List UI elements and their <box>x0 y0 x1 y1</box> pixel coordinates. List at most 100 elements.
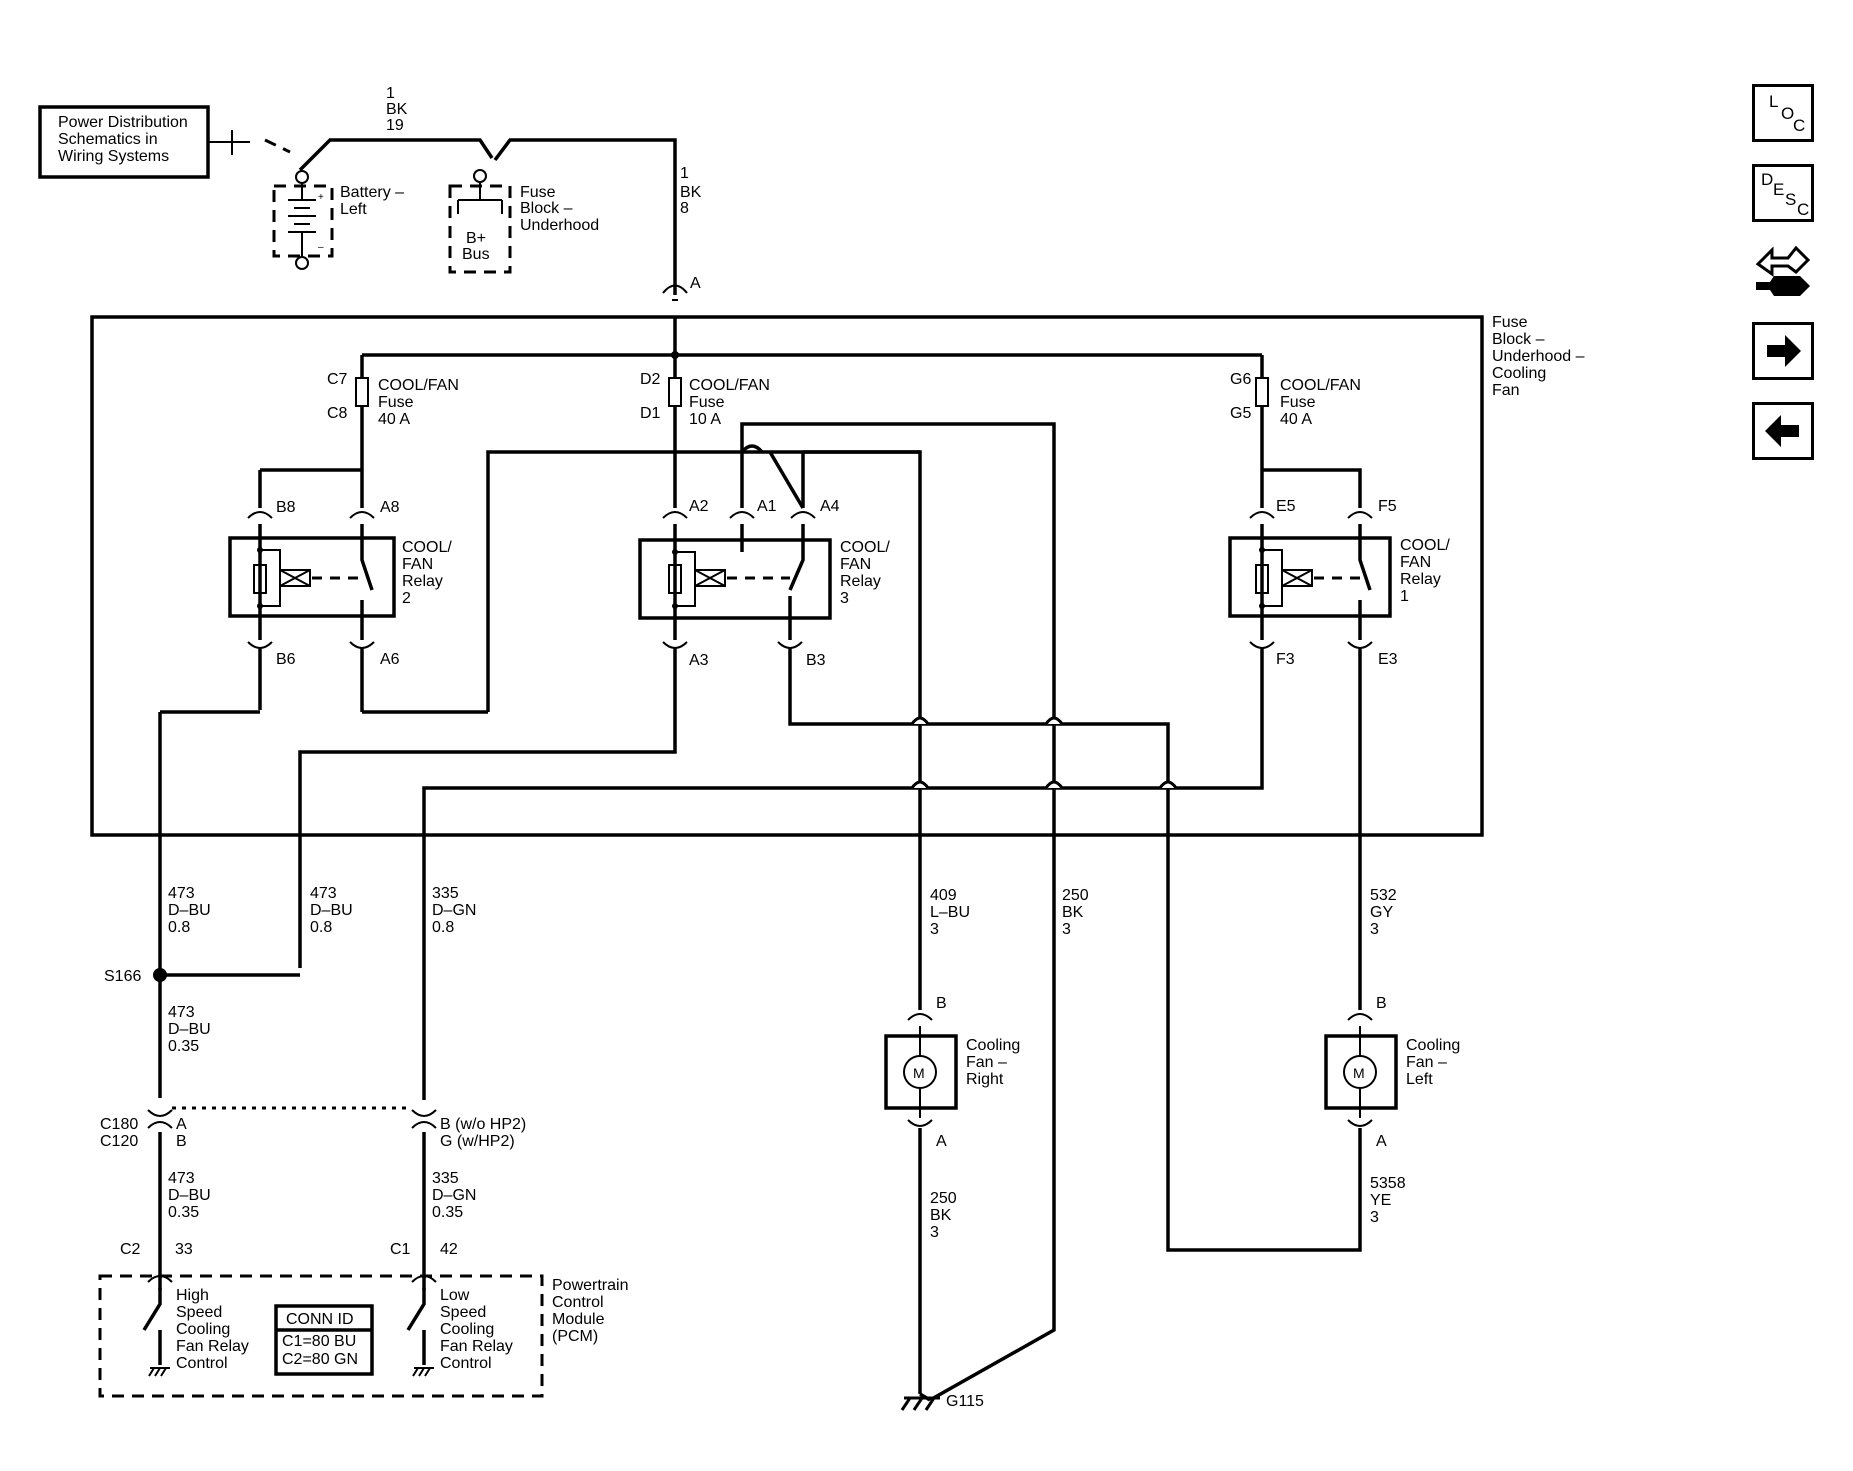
svg-text:D–GN: D–GN <box>432 1187 476 1204</box>
svg-text:D2: D2 <box>640 371 661 388</box>
svg-text:COOL/FAN: COOL/FAN <box>689 377 770 394</box>
svg-text:(PCM): (PCM) <box>552 1328 598 1345</box>
svg-text:3: 3 <box>1370 921 1379 938</box>
svg-text:5358: 5358 <box>1370 1175 1406 1192</box>
svg-text:33: 33 <box>175 1241 193 1258</box>
loc-button[interactable]: L O C <box>1752 84 1814 142</box>
svg-text:B6: B6 <box>276 651 296 668</box>
svg-text:1: 1 <box>1400 588 1409 605</box>
svg-text:250: 250 <box>1062 887 1089 904</box>
diagnostic-connection-icon[interactable] <box>1752 238 1816 302</box>
fuse-block-underhood-label: Fuse Block – Underhood <box>520 184 599 234</box>
svg-text:1: 1 <box>680 165 689 182</box>
svg-text:Fan –: Fan – <box>966 1054 1007 1071</box>
wire-335-label-b: 335 D–GN 0.35 <box>432 1170 476 1221</box>
svg-text:Powertrain: Powertrain <box>552 1277 628 1294</box>
svg-text:Power Distribution: Power Distribution <box>58 114 188 131</box>
cool-fan-relay-2: B8 A8 B6 A6 COOL/ FAN Relay 2 <box>228 468 452 712</box>
svg-text:0.8: 0.8 <box>310 919 332 936</box>
svg-text:Right: Right <box>966 1071 1004 1088</box>
svg-text:A1: A1 <box>757 498 777 515</box>
svg-text:C1=80 BU: C1=80 BU <box>282 1333 356 1350</box>
svg-text:High: High <box>176 1287 209 1304</box>
svg-text:473: 473 <box>310 885 337 902</box>
svg-text:Fuse: Fuse <box>1492 314 1528 331</box>
svg-text:Cooling: Cooling <box>440 1321 494 1338</box>
wire-409-label: 409 L–BU 3 <box>930 887 970 938</box>
arrow-left-button[interactable] <box>1752 402 1814 460</box>
svg-text:A4: A4 <box>820 498 840 515</box>
wire-473-label-c: 473 D–BU 0.35 <box>168 1004 211 1055</box>
wire-473-label-b: 473 D–BU 0.8 <box>310 885 353 936</box>
svg-text:Cooling: Cooling <box>1406 1037 1460 1054</box>
svg-text:0.35: 0.35 <box>168 1038 199 1055</box>
svg-text:473: 473 <box>168 1004 195 1021</box>
svg-text:C120: C120 <box>100 1133 138 1150</box>
cool-fan-relay-3: A2 A1 A4 A3 B3 COOL/ FAN Relay 3 <box>298 422 1362 1402</box>
arrow-right-button[interactable] <box>1752 322 1814 380</box>
desc-button[interactable]: D E S C <box>1752 164 1814 222</box>
svg-text:Control: Control <box>552 1294 604 1311</box>
svg-text:B: B <box>1376 995 1387 1012</box>
svg-text:M: M <box>1353 1065 1365 1081</box>
svg-text:3: 3 <box>1370 1209 1379 1226</box>
svg-text:C7: C7 <box>327 371 348 388</box>
svg-text:Cooling: Cooling <box>1492 365 1546 382</box>
svg-text:Fan Relay: Fan Relay <box>440 1338 513 1355</box>
svg-text:D–BU: D–BU <box>168 902 211 919</box>
svg-text:Cooling: Cooling <box>966 1037 1020 1054</box>
svg-text:Bus: Bus <box>462 246 490 263</box>
svg-text:Schematics in: Schematics in <box>58 131 158 148</box>
svg-text:C2=80 GN: C2=80 GN <box>282 1351 358 1368</box>
svg-text:Low: Low <box>440 1287 470 1304</box>
svg-text:BK: BK <box>386 101 408 118</box>
fuse-block-cooling-fan <box>90 315 1484 837</box>
svg-text:10 A: 10 A <box>689 411 721 428</box>
svg-text:Control: Control <box>176 1355 228 1372</box>
svg-text:FAN: FAN <box>1400 554 1431 571</box>
svg-text:F3: F3 <box>1276 651 1295 668</box>
wire-335-label: 335 D–GN 0.8 <box>432 885 476 936</box>
svg-text:0.8: 0.8 <box>432 919 454 936</box>
svg-text:Left: Left <box>1406 1071 1433 1088</box>
svg-text:G5: G5 <box>1230 405 1251 422</box>
fuse-g6-g5 <box>1255 377 1269 407</box>
fuse-block-cooling-label: Fuse Block – Underhood – Cooling Fan <box>1492 314 1585 399</box>
svg-text:Block –: Block – <box>520 200 573 217</box>
cooling-fan-right: M B A Cooling Fan – Right <box>884 995 1020 1150</box>
svg-text:D–BU: D–BU <box>310 902 353 919</box>
svg-text:Wiring Systems: Wiring Systems <box>58 148 169 165</box>
svg-text:42: 42 <box>440 1241 458 1258</box>
svg-text:Fan Relay: Fan Relay <box>176 1338 249 1355</box>
wire-1-bk-8-label: 1 BK 8 <box>680 165 702 217</box>
wire-473-label-d: 473 D–BU 0.35 <box>168 1170 211 1221</box>
cool-fan-relay-1: E5 F5 F3 E3 COOL/ FAN Relay 1 <box>422 468 1450 1100</box>
svg-text:E3: E3 <box>1378 651 1398 668</box>
svg-text:2: 2 <box>402 590 411 607</box>
svg-text:Fuse: Fuse <box>1280 394 1316 411</box>
battery-left: + – Battery – Left <box>272 170 404 270</box>
svg-text:Cooling: Cooling <box>176 1321 230 1338</box>
svg-text:B+: B+ <box>466 230 486 247</box>
svg-text:FAN: FAN <box>402 556 433 573</box>
svg-text:G6: G6 <box>1230 371 1251 388</box>
wire-1-bk-19-label: 1 BK 19 <box>386 85 408 134</box>
fuse-d2-d1 <box>668 377 682 407</box>
svg-text:A8: A8 <box>380 499 400 516</box>
cooling-fan-left: M B A Cooling Fan – Left <box>1324 995 1460 1150</box>
svg-text:Module: Module <box>552 1311 605 1328</box>
svg-text:F5: F5 <box>1378 498 1397 515</box>
svg-text:D–BU: D–BU <box>168 1021 211 1038</box>
fuse-c7-c8 <box>355 377 369 407</box>
arrow-right-icon <box>1767 335 1801 367</box>
svg-text:COOL/FAN: COOL/FAN <box>1280 377 1361 394</box>
svg-text:FAN: FAN <box>840 556 871 573</box>
svg-text:–: – <box>318 242 324 253</box>
power-distribution-ref[interactable]: Power Distribution Schematics in Wiring … <box>38 105 210 179</box>
svg-text:Fuse: Fuse <box>378 394 414 411</box>
svg-text:1: 1 <box>386 85 395 102</box>
svg-text:D–GN: D–GN <box>432 902 476 919</box>
svg-text:G (w/HP2): G (w/HP2) <box>440 1133 515 1150</box>
svg-text:40 A: 40 A <box>1280 411 1312 428</box>
